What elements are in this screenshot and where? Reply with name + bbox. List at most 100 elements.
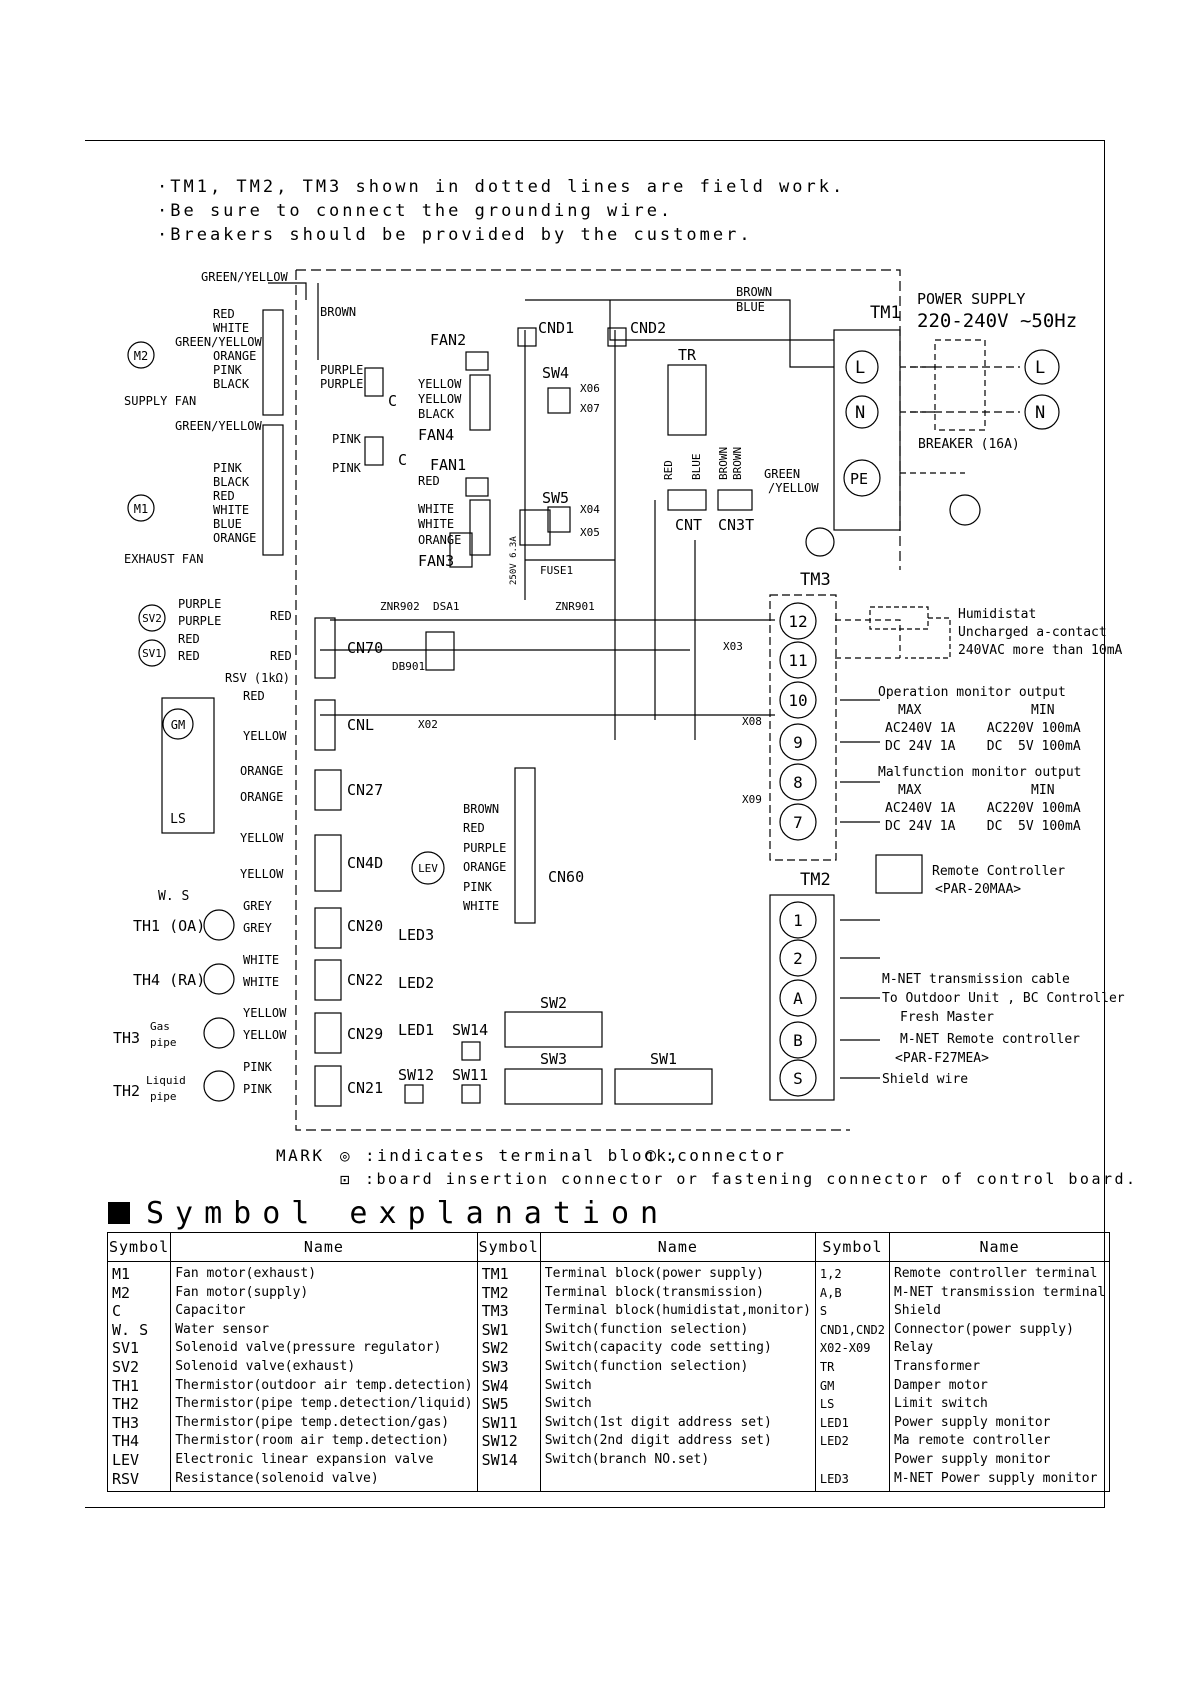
wire-green-yellow-split-1: GREEN xyxy=(764,467,800,481)
op-monitor-dc: DC 24V 1A DC 5V 100mA xyxy=(885,739,1081,754)
wire-pink-1: PINK xyxy=(332,432,362,446)
rsv-label: RSV (1kΩ) xyxy=(225,671,290,685)
cn21-label: CN21 xyxy=(347,1079,383,1097)
symbol-title-text: Symbol explanation xyxy=(146,1196,670,1231)
m2-wire: BLACK xyxy=(213,377,250,391)
wire-brown-tm1: BROWN xyxy=(736,285,772,299)
m1-wire: BLACK xyxy=(213,475,250,489)
m2-wire: PINK xyxy=(213,363,243,377)
tm2-label: TM2 xyxy=(800,870,831,890)
tm3-terminal-8: 8 xyxy=(793,773,803,792)
wire-yellow-th3-2: YELLOW xyxy=(243,1028,287,1042)
tm3-terminal-12: 12 xyxy=(788,612,807,631)
znr901-label: ZNR901 xyxy=(555,600,595,613)
supply-l: L xyxy=(1035,358,1045,378)
symbol-column-1: M1 M2 C W. S SV1 SV2 TH1 TH2 TH3 TH4 LEV… xyxy=(106,1261,172,1492)
th3-pipe: pipe xyxy=(150,1036,177,1049)
sv-wire-purple-1: PURPLE xyxy=(178,597,221,611)
th2-liquid: Liquid xyxy=(146,1074,186,1087)
supply-n: N xyxy=(1035,403,1045,423)
th3-gas: Gas xyxy=(150,1020,170,1033)
wire-pink-th2-2: PINK xyxy=(243,1082,273,1096)
tr-wire: RED xyxy=(662,460,675,480)
board-connector-symbol: ⊡ xyxy=(340,1170,353,1189)
wire-red-cn70-2: RED xyxy=(270,649,292,663)
name-column-3: Remote controller terminal M-NET transmi… xyxy=(888,1261,1111,1492)
table-header: Name xyxy=(170,1232,478,1262)
cnt-label: CNT xyxy=(675,516,702,534)
tm2-terminal-a: A xyxy=(793,989,803,1008)
m1-wire: PINK xyxy=(213,461,243,475)
sv-wire-red-2: RED xyxy=(178,649,200,663)
name-column-2: Terminal block(power supply) Terminal bl… xyxy=(539,1261,816,1492)
table-header: Name xyxy=(888,1232,1111,1262)
tr-wire: BROWN xyxy=(717,447,730,480)
tm2-terminal-s: S xyxy=(793,1069,803,1088)
wire-yellow-ws-1: YELLOW xyxy=(240,831,284,845)
humidistat-line-3: 240VAC more than 10mA xyxy=(958,643,1123,658)
tm2-terminal-b: B xyxy=(793,1031,803,1050)
m2-wires: RED WHITE GREEN/YELLOW ORANGE PINK BLACK xyxy=(175,307,262,391)
sv-wire-red-1: RED xyxy=(178,632,200,646)
th2-pipe: pipe xyxy=(150,1090,177,1103)
cn27-label: CN27 xyxy=(347,781,383,799)
m1-wire: WHITE xyxy=(213,503,249,517)
cn60-label: CN60 xyxy=(548,868,584,886)
relay-x08: X08 xyxy=(742,715,762,728)
name-column-1: Fan motor(exhaust) Fan motor(supply) Cap… xyxy=(170,1261,478,1492)
sw5-label: SW5 xyxy=(542,489,569,507)
tm3-terminal-10: 10 xyxy=(788,691,807,710)
tm3-terminal-7: 7 xyxy=(793,813,803,832)
tm2-terminal-1: 1 xyxy=(793,911,803,930)
tm2-terminal-2: 2 xyxy=(793,949,803,968)
lev-wire: WHITE xyxy=(463,899,499,913)
mark-line-2: :board insertion connector or fastening … xyxy=(365,1170,1138,1188)
fan1-wire-red: RED xyxy=(418,474,440,488)
fan3-label: FAN3 xyxy=(418,552,454,570)
m1-wire: GREEN/YELLOW xyxy=(175,419,262,433)
connector-symbol: ⦶ xyxy=(645,1146,660,1165)
tm1-pe: PE xyxy=(850,470,868,488)
wiring-diagram: TM1 TM3 TM2 POWER SUPPLY 220-240V ~50Hz … xyxy=(113,269,1125,1131)
th3-label: TH3 xyxy=(113,1029,140,1047)
fan2-wire-black: BLACK xyxy=(418,407,455,421)
wire-pink-th2-1: PINK xyxy=(243,1060,273,1074)
wire-white-2: WHITE xyxy=(243,975,279,989)
wire-white-1: WHITE xyxy=(243,953,279,967)
fan1-wire-white-2: WHITE xyxy=(418,517,454,531)
wire-red-gm: RED xyxy=(243,689,265,703)
op-monitor-ac: AC240V 1A AC220V 100mA xyxy=(885,721,1081,736)
relay-x03: X03 xyxy=(723,640,743,653)
op-monitor-maxmin: MAX MIN xyxy=(898,703,1055,718)
breaker-label: BREAKER (16A) xyxy=(918,437,1020,452)
dsa1-label: DSA1 xyxy=(433,600,460,613)
cnd2-label: CND2 xyxy=(630,319,666,337)
m1-wires: GREEN/YELLOW PINK BLACK RED WHITE BLUE O… xyxy=(175,419,262,545)
table-header: Name xyxy=(539,1232,816,1262)
cnl-label: CNL xyxy=(347,716,374,734)
lev-wire: RED xyxy=(463,821,485,835)
lev-wire: PURPLE xyxy=(463,841,506,855)
wire-grey-2: GREY xyxy=(243,921,273,935)
cn70-label: CN70 xyxy=(347,639,383,657)
note-grounding: ·Be sure to connect the grounding wire. xyxy=(157,201,674,221)
mnet-cable-label: M-NET transmission cable xyxy=(882,972,1070,987)
valve-sv2: SV2 xyxy=(142,612,162,625)
fan1-label: FAN1 xyxy=(430,456,466,474)
tm1-l: L xyxy=(855,358,865,378)
relay-x09: X09 xyxy=(742,793,762,806)
fan2-label: FAN2 xyxy=(430,331,466,349)
table-header: Symbol xyxy=(476,1232,541,1262)
led1-label: LED1 xyxy=(398,1021,434,1039)
wire-blue-tm1: BLUE xyxy=(736,300,765,314)
lev-wires: BROWN RED PURPLE ORANGE PINK WHITE xyxy=(463,802,506,913)
wire-purple-1: PURPLE xyxy=(320,363,363,377)
mnet-remote-model: <PAR-F27MEA> xyxy=(895,1051,989,1066)
water-sensor-label: W. S xyxy=(158,889,189,904)
wire-red-cn70-1: RED xyxy=(270,609,292,623)
table-row: M1 M2 C W. S SV1 SV2 TH1 TH2 TH3 TH4 LEV… xyxy=(106,1261,1111,1492)
capacitor-c-2: C xyxy=(398,451,407,469)
sw4-label: SW4 xyxy=(542,364,569,382)
humidistat-line-2: Uncharged a-contact xyxy=(958,625,1107,640)
cn20-label: CN20 xyxy=(347,917,383,935)
